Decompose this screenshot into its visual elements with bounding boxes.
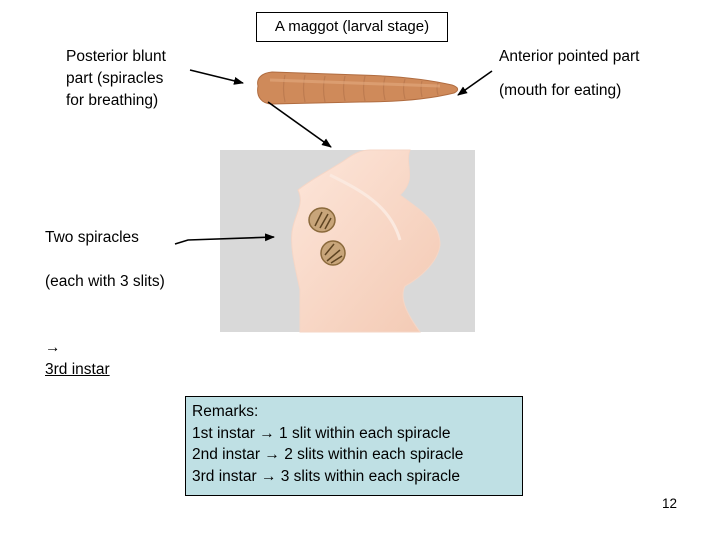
posterior-arrow (189, 69, 244, 85)
remarks-heading: Remarks: (192, 403, 259, 420)
arrow-right-icon: → (259, 424, 275, 442)
spiracle-photo (220, 149, 475, 333)
remark-stage: 3rd instar (192, 467, 257, 485)
maggot-illustration (257, 71, 459, 105)
remark-detail: 3 slits within each spiracle (280, 467, 460, 485)
page-number: 12 (662, 496, 678, 511)
spiracles-instar: 3rd instar (45, 361, 110, 378)
spiracle-lower (320, 240, 346, 266)
mouth-label: (mouth for eating) (499, 82, 622, 99)
anterior-arrow (457, 70, 493, 96)
remark-item: 1st instar → 1 slit within each spiracle (192, 423, 516, 445)
remark-item: 2nd instar → 2 slits within each spiracl… (192, 444, 516, 466)
remarks-box: Remarks: 1st instar → 1 slit within each… (185, 396, 523, 496)
remark-stage: 1st instar (192, 424, 255, 442)
arrow-right-icon: → (264, 446, 280, 463)
anterior-label: Anterior pointed part (499, 48, 640, 65)
spiracles-line-1: Two spiracles (45, 229, 139, 246)
spiracle-arrow (174, 233, 275, 245)
remark-detail: 2 slits within each spiracle (284, 446, 464, 463)
remark-item: 3rd instar → 3 slits within each spiracl… (192, 466, 516, 488)
spiracles-label: Two spiracles (each with 3 slits) → 3rd … (45, 205, 195, 403)
arrow-right-icon: → (260, 467, 277, 485)
posterior-label: Posterior blunt part (spiracles for brea… (66, 48, 166, 109)
spiracle-upper (308, 207, 336, 233)
remark-stage: 2nd instar (192, 446, 261, 463)
arrow-right-icon: → (45, 339, 61, 356)
remark-detail: 1 slit within each spiracle (279, 424, 451, 442)
slide-title: A maggot (larval stage) (256, 12, 448, 42)
spiracles-line-3: → 3rd instar (45, 315, 195, 381)
zoom-arrow (267, 101, 332, 148)
spiracles-line-2: (each with 3 slits) (45, 273, 165, 290)
